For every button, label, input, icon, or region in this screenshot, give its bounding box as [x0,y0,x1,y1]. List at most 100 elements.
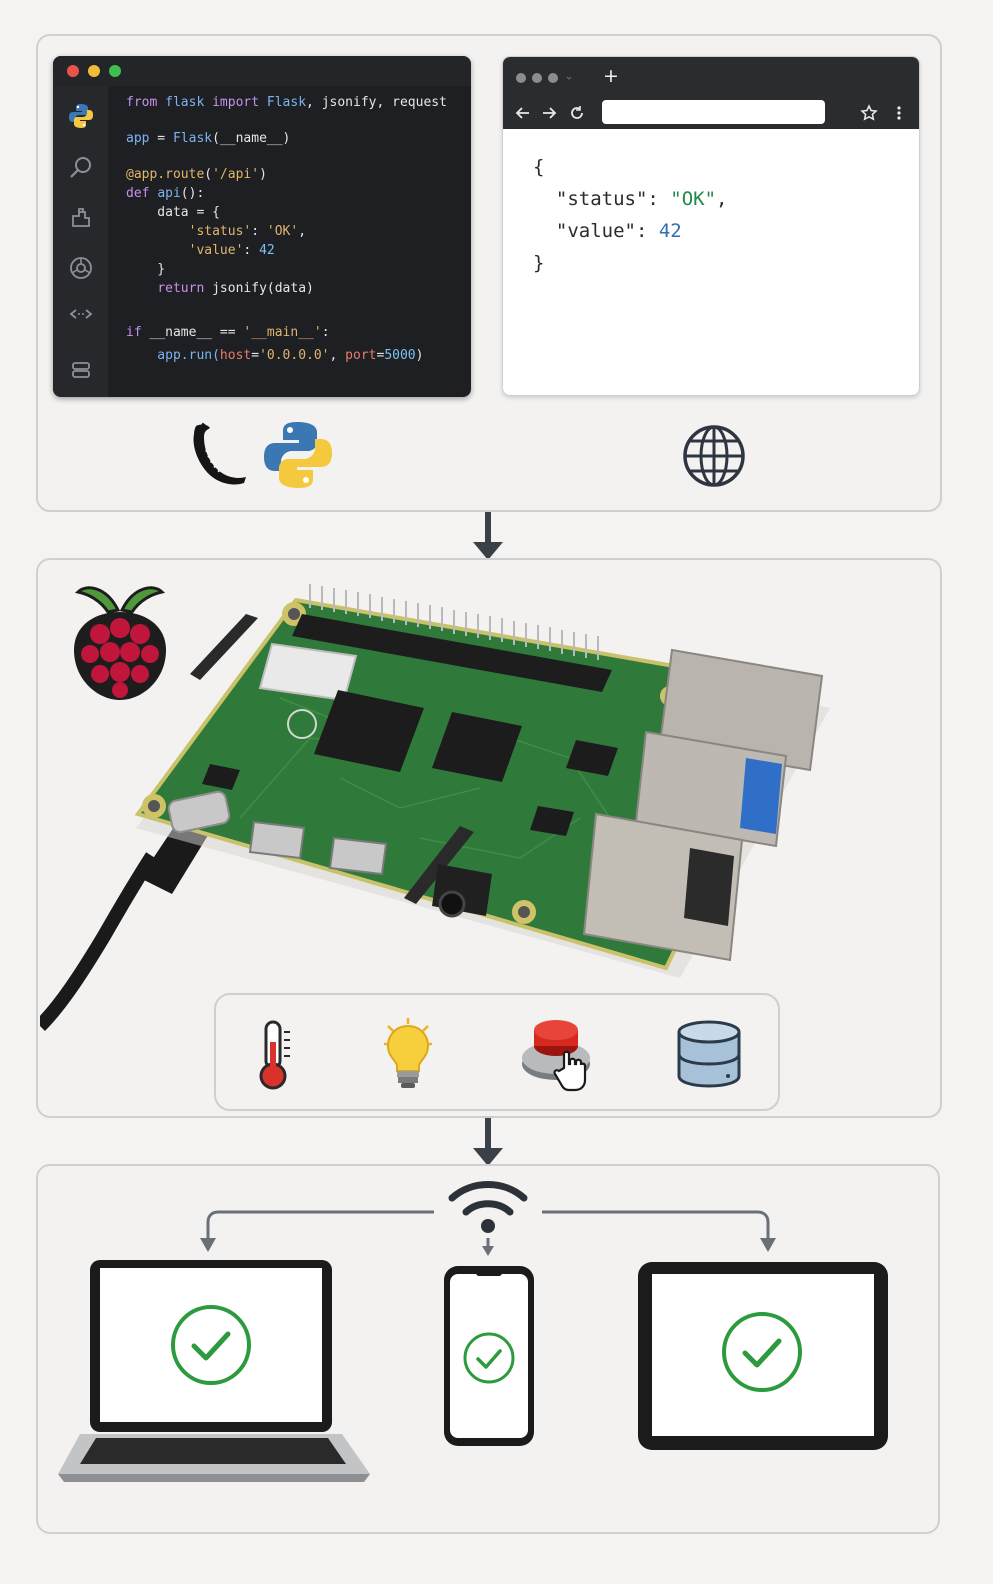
json-token: "value" [533,220,636,242]
code-token: from [126,95,166,110]
code-token: , [298,224,307,239]
code-token: 5000 [384,348,416,363]
reload-icon[interactable] [569,105,585,121]
window-controls[interactable] [513,71,573,85]
gpio-header [292,584,612,692]
json-token: 42 [658,220,682,242]
code-token: app [126,131,150,146]
code-line: app.run(host='0.0.0.0', port=5000) [126,347,423,364]
ram-chip [432,712,522,782]
code-token: ) [259,167,267,182]
flask-horn-icon [193,422,246,485]
editor-titlebar [53,56,471,86]
wifi-distribution [200,1181,776,1256]
source-control-icon[interactable] [67,254,95,282]
json-line: } [533,248,544,278]
code-token: if [126,325,150,340]
json-line: "status": "OK", [533,184,728,214]
code-token: : [243,243,260,258]
python-icon[interactable] [67,102,95,130]
code-brackets-icon[interactable] [67,300,95,328]
laptop [58,1260,370,1482]
json-token: : [635,220,659,242]
raspberry-pi-board [40,584,830,1031]
code-token [126,281,157,296]
close-window-dot[interactable] [67,65,79,77]
code-token: '0.0.0.0' [259,348,330,363]
code-line: if __name__ == '__main__': [126,324,330,341]
wifi-icon [448,1181,528,1233]
code-token: , [329,348,346,363]
code-token: = [376,348,385,363]
search-icon[interactable] [67,154,95,182]
code-line: 'status': 'OK', [126,223,306,240]
code-token: = [251,348,260,363]
code-token: = [149,131,173,146]
raspberry-pi-logo-icon [74,586,166,700]
code-token: app.run( [126,348,220,363]
code-token: '__main__' [243,325,322,340]
code-editor-window: from flask import Flask, jsonify, reques… [53,56,471,397]
code-line: def api(): [126,185,204,202]
code-token: host [219,348,252,363]
browser-menu-icon[interactable] [896,105,902,121]
back-arrow-icon[interactable] [515,106,531,120]
code-token: data = { [126,205,220,220]
code-token: (): [180,186,205,201]
code-token: '/api' [212,167,260,182]
code-token: Flask [172,131,213,146]
code-token: Flask [266,95,307,110]
push-button-icon [522,1020,590,1092]
down-arrow-1 [473,512,503,560]
code-token: ( [204,167,213,182]
editor-activity-bar [53,86,108,397]
browser-window: + { "status": "OK", "value": 42} [502,56,920,396]
json-token: , [716,188,728,210]
code-token: , jsonify, request [306,95,447,110]
code-token: 'value' [188,243,244,258]
json-token: "OK" [670,188,717,210]
code-line: app = Flask(__name__) [126,130,290,147]
forward-arrow-icon[interactable] [541,106,557,120]
maximize-window-dot[interactable] [109,65,121,77]
code-token: 'OK' [266,224,299,239]
globe-icon [683,425,745,487]
code-token: : [321,325,330,340]
code-token: def [126,186,158,201]
check-icon [171,1305,251,1385]
code-token: @app.route [126,167,205,182]
soc-chip [314,690,424,772]
json-line: "value": 42 [533,216,682,246]
code-token: ) [415,348,424,363]
json-line: { [533,152,544,182]
code-token: jsonify(data) [212,281,314,296]
code-line: data = { [126,204,220,221]
new-tab-button[interactable]: + [603,65,619,87]
minimize-window-dot[interactable] [88,65,100,77]
code-line: @app.route('/api') [126,166,267,183]
tablet [638,1262,888,1450]
code-token: : [251,224,267,239]
code-line: return jsonify(data) [126,280,314,297]
code-line: from flask import Flask, jsonify, reques… [126,94,447,111]
code-line: } [126,261,165,278]
code-token: 'status' [188,224,252,239]
code-token [126,224,189,239]
code-token: 42 [259,243,275,258]
code-line: 'value': 42 [126,242,275,259]
bookmark-star-icon[interactable] [860,104,878,122]
code-token: return [157,281,213,296]
check-icon [722,1312,802,1392]
server-icon[interactable] [67,356,95,384]
down-arrow-2 [473,1118,503,1166]
extensions-icon[interactable] [67,204,95,232]
code-token: flask [165,95,213,110]
python-logo-icon [264,422,332,488]
address-bar[interactable] [602,100,825,124]
check-icon [463,1332,515,1384]
json-token: { [533,156,545,178]
code-token: port [345,348,377,363]
json-token: } [533,252,545,274]
thermometer-icon [259,1020,290,1090]
code-token: } [126,262,166,277]
